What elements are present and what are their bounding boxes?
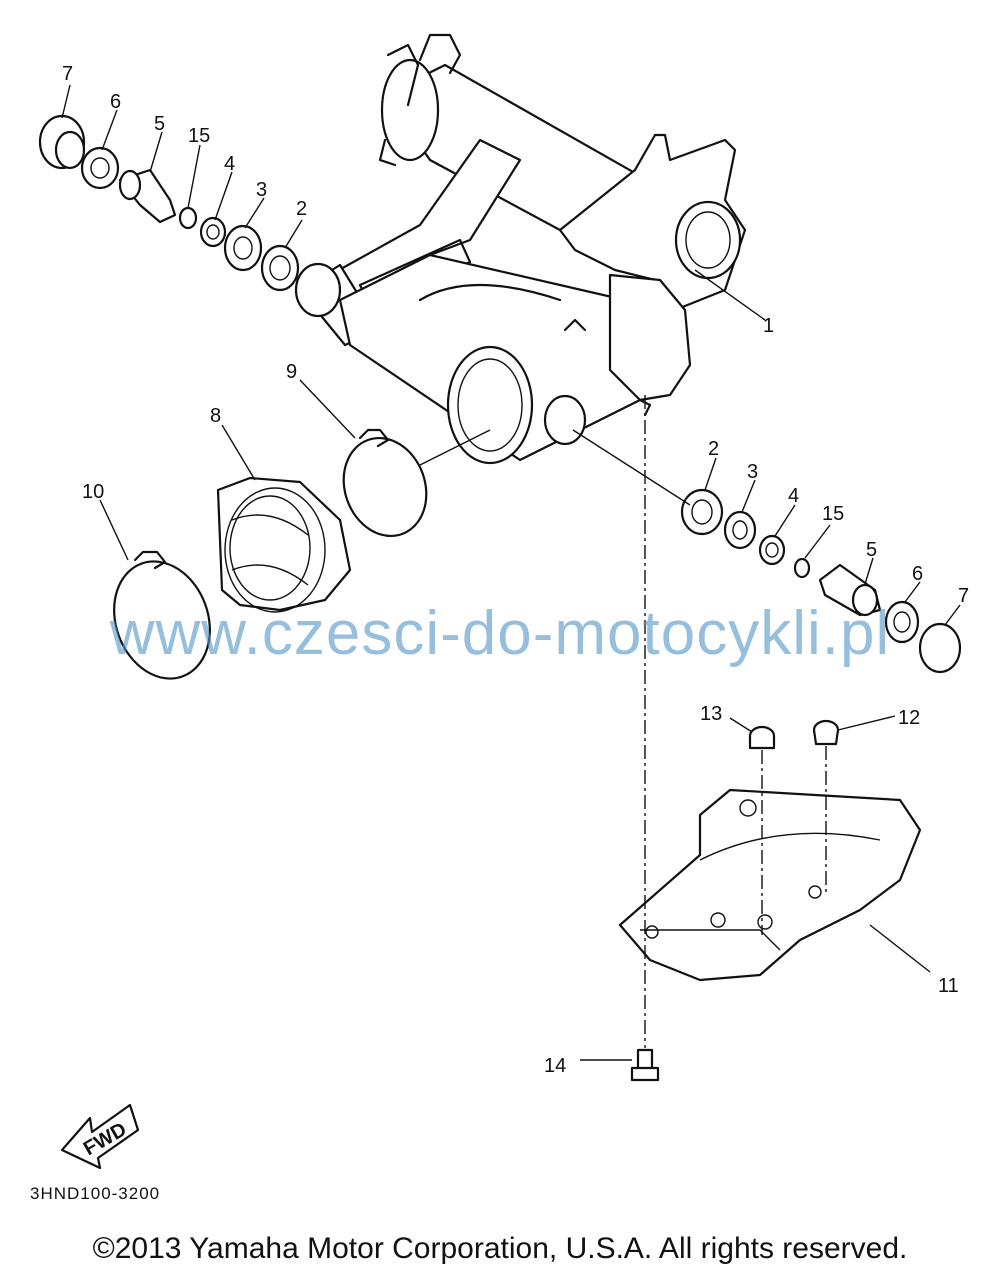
copyright-notice: ©2013 Yamaha Motor Corporation, U.S.A. A… (92, 1232, 908, 1265)
watermark-url: www.czesci-do-motocykli.pl (109, 599, 891, 668)
collar-4-upper (199, 216, 227, 248)
fwd-arrow: FWD (60, 1103, 140, 1170)
band-clamp-9 (342, 428, 428, 538)
callout-6-lower: 6 (912, 563, 923, 585)
callout-8: 8 (210, 405, 221, 427)
callout-15-upper: 15 (188, 125, 210, 147)
pivot-shaft-5-lower (818, 563, 882, 617)
bearing-2-upper (260, 244, 300, 292)
callout-5-upper: 5 (154, 113, 165, 135)
cap-7-lower (918, 622, 962, 674)
band-clamp-10 (113, 550, 211, 680)
nut-6-upper (80, 146, 120, 190)
callout-4-lower: 4 (788, 485, 799, 507)
o-ring-15-lower (793, 557, 811, 579)
collar-4-lower (758, 534, 786, 566)
callout-9: 9 (286, 361, 297, 383)
bolt-14 (630, 1048, 660, 1082)
cap-7-upper (38, 114, 86, 170)
oil-seal-3-lower (723, 510, 757, 550)
callout-6-upper: 6 (110, 91, 121, 113)
callout-10: 10 (82, 481, 104, 503)
dust-boot-8 (216, 476, 352, 613)
callout-3-upper: 3 (256, 179, 267, 201)
callout-2-lower: 2 (708, 438, 719, 460)
assembly-lines (61, 84, 961, 1061)
o-ring-15-upper (178, 206, 198, 230)
callout-1: 1 (763, 315, 774, 337)
callout-4-upper: 4 (224, 153, 235, 175)
cap-12 (812, 719, 840, 746)
callout-12: 12 (898, 707, 920, 729)
swingarm (294, 33, 747, 465)
callout-5-lower: 5 (866, 539, 877, 561)
callout-14: 14 (544, 1055, 566, 1077)
callout-7-lower: 7 (958, 585, 969, 607)
bearing-2-lower (680, 488, 724, 536)
oil-seal-3-upper (223, 224, 263, 272)
diagram-code: 3HND100-3200 (30, 1184, 161, 1203)
callout-11: 11 (938, 975, 959, 997)
callout-15-lower: 15 (822, 503, 844, 525)
pivot-shaft-5-upper (118, 168, 177, 224)
callout-7-upper: 7 (62, 63, 73, 85)
cap-13 (748, 725, 776, 750)
nut-6-lower (884, 600, 920, 644)
callout-2-upper: 2 (296, 198, 307, 220)
swingarm-guard-11 (618, 788, 922, 982)
callout-3-lower: 3 (747, 461, 758, 483)
callout-13: 13 (700, 703, 722, 725)
